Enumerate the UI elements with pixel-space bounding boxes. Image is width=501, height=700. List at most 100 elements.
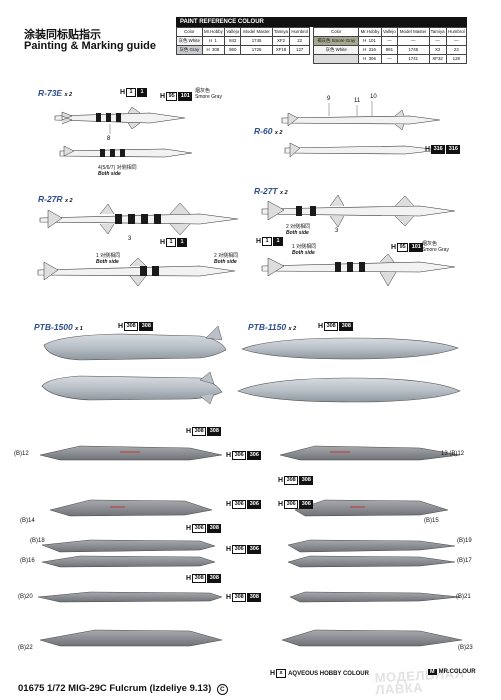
h-label: H [318, 323, 324, 330]
table-cell: 860 [224, 45, 242, 55]
r73e-qty: x 2 [64, 92, 73, 98]
pylon-label: (B)15 [424, 518, 439, 524]
r73e-label-text: R-73E [38, 88, 63, 98]
ptb1500-qty: x 1 [75, 326, 83, 332]
pylon-label: (B)19 [457, 538, 472, 544]
note-cn: 对侧相同 [290, 224, 311, 230]
table-cell: 101 [368, 38, 376, 43]
r73e-top-missile [54, 106, 186, 130]
r27r-top-missile [39, 202, 239, 236]
h-label: H [118, 323, 124, 330]
ptb1500-label-text: PTB-1500 [34, 322, 73, 332]
r27t-label-text: R-27T [254, 186, 278, 196]
callout-11: 11 [354, 98, 361, 104]
h-label: H [278, 477, 284, 484]
pylon-label: (B)20 [18, 594, 33, 600]
r27t-top-missile [261, 194, 456, 228]
code-box: 95 [166, 92, 178, 101]
code-box: 308 [139, 322, 154, 331]
code-box: 306 [232, 545, 247, 554]
note-cn: 对侧相同 [218, 253, 239, 259]
code-box: 308 [124, 322, 139, 331]
note-en: Both side [214, 259, 237, 265]
r60-top-missile [281, 109, 441, 131]
h-label: H [425, 146, 431, 153]
table-cell: 308 [211, 47, 220, 52]
code-box: 306 [247, 545, 262, 554]
table-cell: H [206, 47, 210, 52]
code-box: 308 [207, 574, 222, 583]
code-box: 316 [431, 145, 446, 154]
note-en: Both side [98, 171, 121, 177]
ptb1500-label: PTB-1500 x 1 [34, 322, 83, 332]
r60-side-missile [284, 142, 441, 158]
code-box: 306 [192, 524, 207, 533]
code-box: 308 [247, 593, 262, 602]
code-box: 101 [178, 92, 193, 101]
code-box: 308 [192, 427, 207, 436]
r27r-side-missile [37, 257, 236, 287]
ptb1500-tank-top [41, 371, 223, 405]
ptb1150-label-text: PTB-1150 [248, 322, 287, 332]
note-cn: 对侧相同 [296, 244, 317, 250]
legend-aqueous-text: AQVEOUS HOBBY COLOUR [288, 670, 369, 677]
pylon-label: (B)18 [30, 538, 45, 544]
ptb1500-tank-side [43, 325, 227, 361]
h-label: H [226, 594, 232, 601]
color-cn: 烟灰色 [195, 88, 211, 94]
pylon-label: (B)17 [457, 558, 472, 564]
legend-mr-text: MR.COLOUR [438, 669, 476, 675]
h-label: H [270, 670, 276, 677]
h-label: H [226, 452, 232, 459]
ptb1150-tank-top [237, 377, 461, 403]
code-box: 1 [166, 238, 177, 247]
code-box: 95 [397, 243, 409, 252]
r27t-label: R-27T x 2 [254, 186, 288, 196]
code-box: 316 [446, 145, 461, 154]
table-cell: 127 [289, 45, 311, 55]
note-cn: 对侧相同 [116, 165, 137, 171]
page-title-cn: 涂装同标贴指示 [24, 28, 101, 41]
r73e-label: R-73E x 2 [38, 88, 72, 98]
table-cell: 128 [445, 54, 468, 64]
paint-table-heading: PAINT REFERENCE COLOUR [176, 17, 467, 27]
table-cell: H [363, 38, 367, 43]
code-box: 306 [247, 500, 262, 509]
ptb1150-label: PTB-1150 x 2 [248, 322, 296, 332]
pylon-label: (B)12 [14, 451, 29, 457]
code-box: 308 [339, 322, 354, 331]
mr-icon: M [428, 669, 437, 675]
note-num: 2 [214, 253, 217, 259]
note-num: 1 [292, 244, 295, 250]
h-label: H [226, 501, 232, 508]
code-box: 1 [262, 237, 273, 246]
callout-3: 3 [335, 228, 339, 234]
pylon-label: 13 (B)12 [441, 451, 465, 457]
color-cn: 烟灰色 [422, 241, 438, 247]
code-box: 308 [207, 427, 222, 436]
table-cell: 1 [214, 38, 217, 43]
table-cell: 306 [368, 56, 376, 61]
footer-title-text: 01675 1/72 MIG-29C Fulcrum (Izdeliye 9.1… [18, 683, 212, 694]
pylon-row2 [49, 499, 449, 517]
code-box: 306 [232, 500, 247, 509]
code-box: 306 [247, 451, 262, 460]
